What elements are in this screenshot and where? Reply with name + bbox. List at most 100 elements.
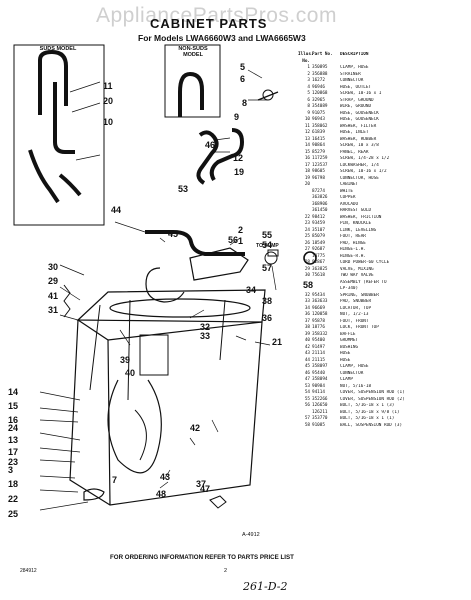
part-number: 95400: [312, 338, 325, 343]
part-illus-no: 37: [304, 318, 310, 324]
callout-42: 42: [190, 423, 201, 433]
callout-54: 54: [262, 240, 273, 250]
callout-43: 43: [160, 472, 171, 482]
callout-46: 46: [205, 140, 216, 150]
part-number: 358094: [312, 377, 328, 382]
part-description: SCREW, 1/4-28 x 1/2: [340, 156, 390, 161]
part-illus-no: 58: [304, 422, 310, 428]
page-number: 2: [224, 568, 228, 574]
part-number: 87274: [312, 188, 325, 194]
part-illus-no: 54: [304, 390, 310, 395]
part-description: BOLT, 5/16-18 x 1 (1): [340, 416, 395, 421]
callout-2: 2: [238, 225, 244, 235]
part-number: 91075: [312, 110, 325, 116]
callout-55: 55: [262, 230, 273, 240]
part-number: 354089: [312, 104, 328, 109]
part-illus-no: 36: [304, 312, 310, 317]
part-description: CONNECTOR, HOSE: [340, 175, 379, 181]
part-number: 16272: [312, 78, 325, 83]
part-description: BOLT, 5/16-18 x 9/8 (1): [340, 409, 400, 415]
header-description: DESCRIPTION: [340, 52, 369, 57]
callout-19: 19: [234, 167, 245, 177]
part-illus-no: 18: [304, 169, 310, 174]
part-number: 85079: [312, 234, 325, 239]
part-number: 32965: [312, 97, 325, 103]
part-illus-no: 20: [304, 182, 310, 187]
part-illus-no: 25: [304, 234, 310, 239]
part-number: 18775: [312, 253, 325, 259]
part-illus-no: 47: [304, 377, 310, 382]
part-number: 98605: [312, 169, 325, 174]
part-illus-no: 56: [304, 403, 310, 408]
parts-row: ASSEMBLY (REFER TO: [298, 280, 470, 287]
callout-15: 15: [8, 401, 19, 411]
part-illus-no: 32: [304, 292, 310, 298]
part-illus-no: 46: [304, 370, 310, 376]
callout-47: 47: [200, 484, 211, 494]
part-description: COVER, SUSPENSION ROD (1): [340, 390, 405, 395]
part-description: WASHER, FILTER: [340, 123, 377, 129]
part-description: NUT, 1/2-13: [340, 312, 369, 317]
part-number: 123537: [312, 162, 328, 168]
callout-34: 34: [246, 285, 257, 295]
part-number: 117259: [312, 156, 328, 161]
part-number: 85279: [312, 149, 325, 155]
part-description: ASSEMBLY (REFER TO: [340, 279, 387, 285]
callout-57: 57: [262, 263, 273, 273]
part-illus-no: 42: [304, 344, 310, 350]
callout-30: 30: [48, 262, 59, 272]
part-description: CLAMP: [340, 377, 353, 382]
part-number: 21114: [312, 351, 325, 356]
callout-29: 29: [48, 276, 59, 286]
part-description: SPRING, SNUBBER: [340, 292, 379, 298]
part-illus-no: 30: [304, 273, 310, 278]
part-number: 353770: [312, 416, 328, 421]
callout-10: 10: [103, 117, 114, 127]
part-number: 352266: [312, 396, 328, 402]
callout-37: 37: [196, 479, 207, 489]
part-description: COVER, SUSPENSION ROD (2): [340, 396, 405, 402]
callout-21: 21: [272, 337, 283, 347]
part-number: 356888: [312, 71, 328, 77]
part-description: TWO WAY VALVE: [340, 273, 374, 278]
part-number: 93459: [312, 221, 325, 226]
callout-39: 39: [120, 355, 131, 365]
callout-25: 25: [8, 509, 19, 519]
part-number: 350895: [312, 65, 328, 70]
part-number: 358097: [312, 364, 328, 369]
ordering-note: FOR ORDERING INFORMATION REFER TO PARTS …: [110, 554, 294, 561]
part-description: AVOCADO: [340, 201, 359, 207]
part-illus-no: 16: [304, 156, 310, 161]
part-illus-no: 27: [304, 247, 310, 252]
callout-1: 1: [238, 236, 244, 246]
part-number: 120868: [312, 91, 328, 96]
callout-8: 8: [242, 98, 248, 108]
part-illus-no: 14: [304, 143, 310, 148]
part-number: 75618: [312, 273, 325, 278]
part-illus-no: 4: [307, 84, 310, 90]
part-illus-no: 6: [307, 97, 310, 103]
part-description: HARVEST GOLD: [340, 208, 372, 213]
part-description: WIRE, GROUND: [340, 104, 372, 109]
